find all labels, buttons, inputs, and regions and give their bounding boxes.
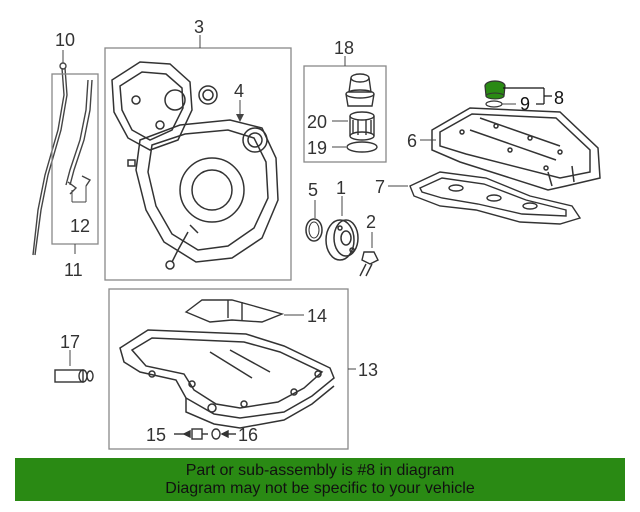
callout-10: 10	[55, 30, 75, 50]
callout-4-arrow	[236, 114, 244, 122]
callout-9: 9	[520, 94, 530, 114]
callout-11: 11	[64, 260, 83, 280]
callout-1: 1	[336, 178, 346, 198]
callout-12-leader	[71, 186, 87, 203]
oil-filter-element-part	[349, 111, 375, 141]
seal-part	[305, 218, 323, 242]
dipstick-tube-part	[65, 79, 93, 195]
callout-20: 20	[307, 112, 327, 132]
callout-14: 14	[307, 306, 327, 326]
callout-4: 4	[234, 81, 244, 101]
callout-13: 13	[358, 360, 378, 380]
callout-17: 17	[60, 332, 80, 352]
oil-pan-part	[119, 329, 335, 429]
oil-fill-cap-seal-part	[485, 100, 503, 108]
bolt-part	[359, 251, 379, 277]
callout-3: 3	[194, 17, 204, 37]
valve-cover-part	[431, 107, 601, 191]
oil-cooler-part	[54, 369, 94, 383]
oil-filter-seal-part	[346, 141, 378, 153]
callout-8: 8	[554, 88, 564, 108]
callout-8-leader	[503, 87, 552, 105]
callout-5: 5	[308, 180, 318, 200]
notice-banner: Part or sub-assembly is #8 in diagram Di…	[15, 458, 625, 501]
dipstick-part	[32, 50, 68, 256]
drain-plug-part	[174, 428, 208, 440]
valve-cover-gasket-part	[409, 171, 582, 225]
oil-fill-cap-part[interactable]	[484, 80, 506, 100]
callout-15: 15	[146, 425, 166, 445]
callout-19: 19	[307, 138, 327, 158]
crank-sprocket-part	[325, 219, 359, 261]
drain-plug-washer-part	[211, 428, 236, 440]
callout-6: 6	[407, 131, 417, 151]
oil-baffle-part	[184, 299, 285, 323]
callout-16: 16	[238, 425, 258, 445]
callout-2: 2	[366, 212, 376, 232]
callout-7: 7	[375, 177, 385, 197]
notice-line-2: Diagram may not be specific to your vehi…	[165, 479, 475, 497]
callout-12: 12	[70, 216, 90, 236]
timing-cover-box	[104, 47, 292, 281]
timing-cover-part	[111, 61, 279, 270]
seal-inner	[308, 221, 320, 239]
notice-line-1: Part or sub-assembly is #8 in diagram	[185, 461, 455, 479]
oil-filter-cap-part	[345, 73, 375, 107]
callout-18: 18	[334, 38, 354, 58]
